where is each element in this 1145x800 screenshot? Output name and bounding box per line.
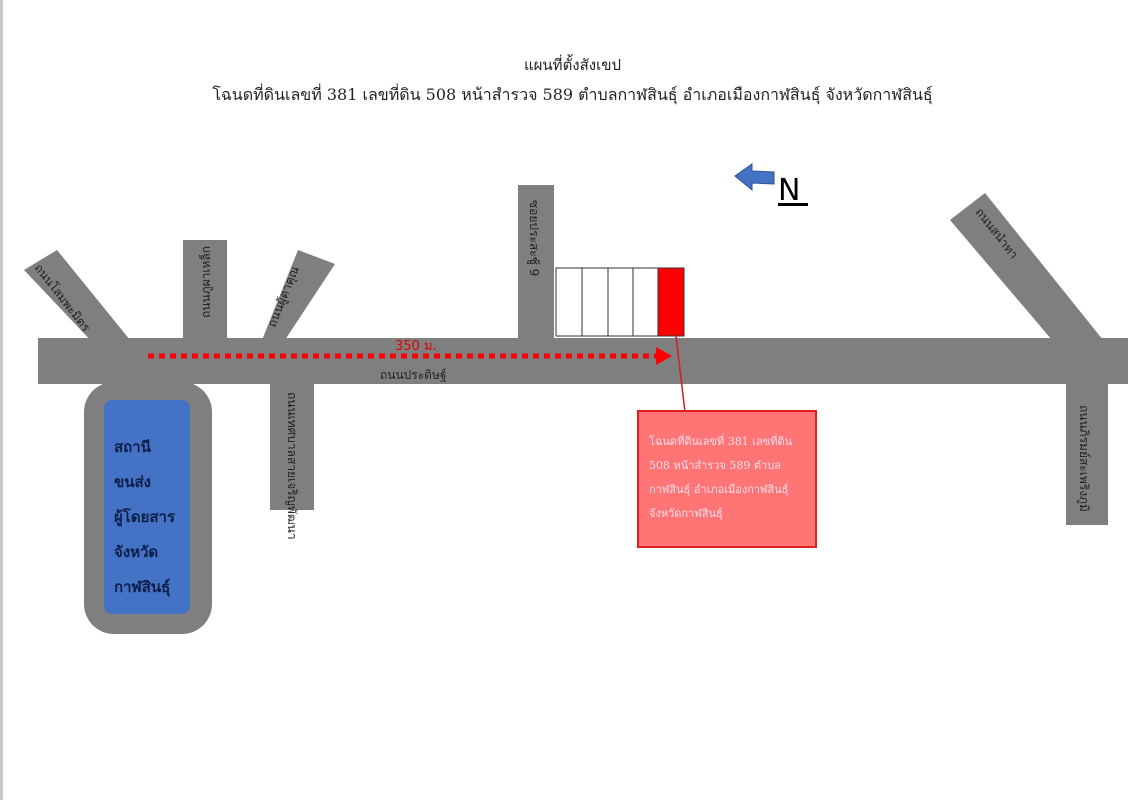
north-label: N [778, 173, 800, 208]
road-label-soi: ซอยประสะชู้ 9 [526, 200, 541, 276]
road-r1 [24, 250, 130, 345]
route-arrowhead [656, 347, 672, 365]
station-line: ผู้โดยสาร [114, 508, 176, 526]
road-label-r6: ถนนภิรมย์สะเพริงภูมิ [1076, 405, 1091, 512]
station-line: จังหวัด [114, 543, 159, 561]
plot-leader-line [675, 335, 686, 413]
road-r6 [1066, 380, 1108, 525]
road-label-main: ถนนประดิษฐ์ [380, 368, 447, 382]
target-plot [657, 267, 685, 337]
land-plots [555, 267, 685, 337]
distance-label: 350 ม. [395, 339, 437, 354]
bus-station-block: สถานี ขนส่ง ผู้โดยสาร จังหวัด กาฬสินธุ์ [104, 400, 190, 614]
map-subtitle: โฉนดที่ดินเลขที่ 381 เลขที่ดิน 508 หน้าส… [212, 85, 933, 104]
road-r5 [950, 193, 1103, 340]
road-r2 [183, 240, 227, 340]
station-line: สถานี [114, 438, 151, 456]
road-r3 [262, 250, 335, 340]
plot-label-box: โฉนดที่ดินเลขที่ 381 เลขที่ดิน 508 หน้าส… [637, 410, 817, 548]
arrow-left-icon [734, 163, 775, 192]
station-line: กาฬสินธุ์ [114, 578, 171, 596]
map-title: แผนที่ตั้งสังเขป [523, 56, 622, 74]
road-soi [518, 185, 554, 340]
road-main [38, 338, 1128, 384]
road-label-r4: ถนนเทศบาลสายเจริญพัฒนา [285, 392, 299, 540]
station-line: ขนส่ง [114, 473, 151, 491]
road-r4 [270, 380, 314, 510]
north-indicator: N [734, 163, 808, 208]
road-label-r2: ถนนภูผาเหล็ก [198, 246, 214, 318]
